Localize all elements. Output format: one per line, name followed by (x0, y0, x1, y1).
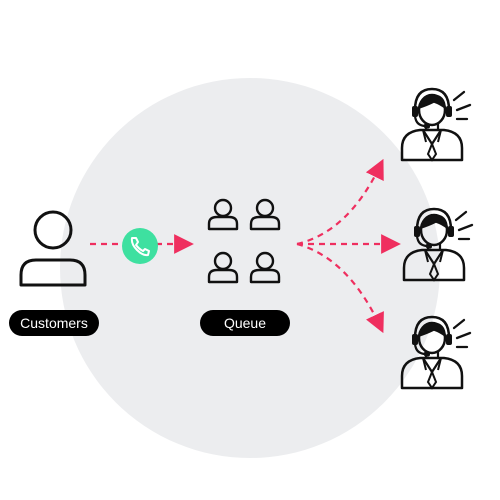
customers-label: Customers (9, 310, 99, 336)
queue-label: Queue (200, 310, 290, 336)
person-icon (19, 210, 87, 287)
agent-headset-icon (400, 87, 472, 162)
queue-label-text: Queue (224, 315, 266, 331)
queue-to-agent-bottom-arrow (296, 242, 384, 334)
customers-label-text: Customers (20, 315, 88, 331)
queue-to-agent-top-arrow (296, 158, 384, 246)
phone-icon (122, 228, 158, 264)
background-circle (60, 78, 440, 458)
